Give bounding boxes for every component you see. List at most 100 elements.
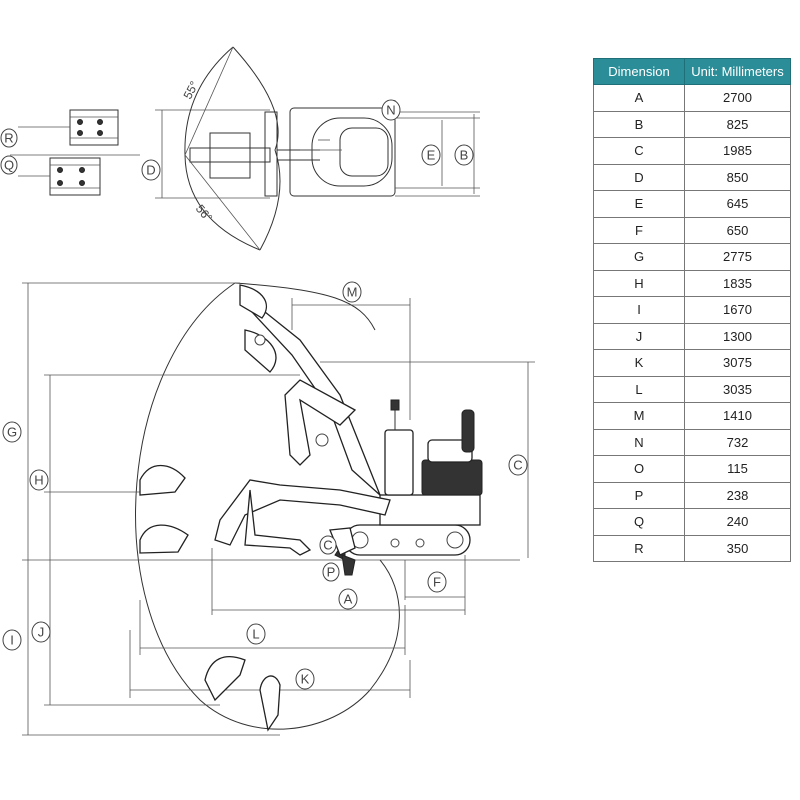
svg-text:C: C	[513, 458, 522, 473]
dimension-cell: P	[593, 481, 685, 509]
value-cell: 115	[684, 455, 791, 483]
value-cell: 3075	[684, 349, 791, 377]
side-view	[22, 282, 535, 736]
label-c: C	[508, 454, 528, 476]
value-cell: 1300	[684, 322, 791, 350]
label-q: Q	[0, 155, 18, 175]
svg-text:P: P	[327, 565, 336, 580]
label-l: L	[246, 623, 266, 645]
value-cell: 240	[684, 508, 791, 536]
dimension-cell: N	[593, 428, 685, 456]
label-a: A	[338, 588, 358, 610]
label-p: P	[322, 562, 340, 582]
value-cell: 825	[684, 110, 791, 138]
label-e: E	[421, 144, 441, 166]
bucket-top-view-q	[10, 154, 140, 196]
label-m: M	[342, 281, 362, 303]
dimension-cell: Q	[593, 508, 685, 536]
dimension-cell: L	[593, 375, 685, 403]
svg-text:G: G	[7, 425, 17, 440]
svg-text:A: A	[344, 592, 353, 607]
dimension-labels: A B C C D E F G H I J K L M N P Q R	[0, 99, 528, 690]
value-cell: 1410	[684, 402, 791, 430]
swing-angle-upper: 55°	[181, 79, 202, 102]
swing-angle-lower: 56°	[193, 202, 216, 225]
svg-text:R: R	[4, 131, 13, 146]
dimension-cell: I	[593, 296, 685, 324]
value-cell: 645	[684, 190, 791, 218]
svg-text:M: M	[347, 285, 358, 300]
bucket-top-view-r	[18, 109, 119, 146]
label-d: D	[141, 159, 161, 181]
dimension-cell: C	[593, 137, 685, 165]
svg-text:K: K	[301, 672, 310, 687]
label-i: I	[2, 629, 22, 651]
dimension-cell: J	[593, 322, 685, 350]
label-g: G	[2, 421, 22, 443]
value-cell: 238	[684, 481, 791, 509]
dimension-cell: O	[593, 455, 685, 483]
value-cell: 650	[684, 216, 791, 244]
dimension-cell: K	[593, 349, 685, 377]
dimension-cell: H	[593, 269, 685, 297]
svg-text:L: L	[252, 627, 259, 642]
dimension-cell: A	[593, 84, 685, 112]
label-b: B	[454, 144, 474, 166]
svg-text:E: E	[427, 148, 436, 163]
value-cell: 1835	[684, 269, 791, 297]
label-k: K	[295, 668, 315, 690]
value-cell: 1985	[684, 137, 791, 165]
unit-column-header: Unit: Millimeters	[684, 58, 791, 85]
svg-text:D: D	[146, 163, 155, 178]
svg-text:J: J	[38, 625, 45, 640]
dimension-cell: M	[593, 402, 685, 430]
svg-text:B: B	[460, 148, 469, 163]
label-r: R	[0, 128, 18, 148]
value-cell: 3035	[684, 375, 791, 403]
label-f: F	[427, 571, 447, 593]
dimension-cell: E	[593, 190, 685, 218]
svg-text:I: I	[10, 633, 14, 648]
label-n: N	[381, 99, 401, 121]
value-cell: 2700	[684, 84, 791, 112]
svg-text:F: F	[433, 575, 441, 590]
dimension-cell: G	[593, 243, 685, 271]
dimension-column-header: Dimension	[593, 58, 685, 85]
top-view: 55° 56°	[10, 46, 480, 251]
value-cell: 1670	[684, 296, 791, 324]
dimension-cell: R	[593, 534, 685, 562]
svg-text:N: N	[386, 103, 395, 118]
label-c-small: C	[319, 535, 337, 555]
svg-text:H: H	[34, 473, 43, 488]
value-cell: 2775	[684, 243, 791, 271]
dimension-cell: B	[593, 110, 685, 138]
label-j: J	[31, 621, 51, 643]
dimension-cell: F	[593, 216, 685, 244]
value-cell: 350	[684, 534, 791, 562]
svg-text:Q: Q	[4, 158, 14, 173]
value-cell: 850	[684, 163, 791, 191]
label-h: H	[29, 469, 49, 491]
dimension-cell: D	[593, 163, 685, 191]
value-cell: 732	[684, 428, 791, 456]
